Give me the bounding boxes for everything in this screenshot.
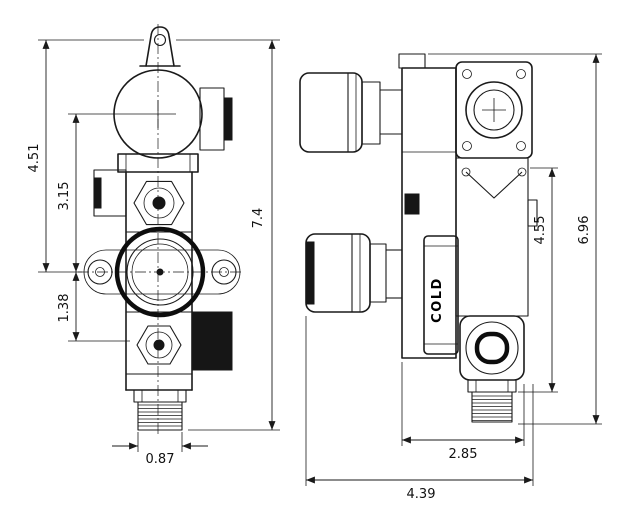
dim-total-height-side: 6.96 [577,216,592,245]
dim-top-to-handle-center: 4.51 [27,144,42,173]
v-bracket [465,171,523,199]
hex-fitting-upper [133,180,185,226]
cold-cartridge: COLD [423,235,459,355]
left-ear [87,259,113,285]
cold-label: COLD [430,277,445,323]
dim-total-depth: 4.39 [407,487,436,502]
front-view [68,24,242,436]
mounting-tab-top [139,26,181,67]
screw-hole [462,141,472,151]
oval-slot [474,331,510,365]
dim-body-depth: 2.85 [449,447,478,462]
top-right-block [455,61,533,159]
dim-port-to-handle-center: 3.15 [57,182,72,211]
hex-fitting-lower [136,325,182,365]
front-dimensions: 7.4 4.51 3.15 1.38 0.87 [27,39,280,467]
dim-mount-to-outlet: 4.55 [533,216,548,245]
screw-hole [516,69,526,79]
side-dimensions: 4.55 6.96 2.85 4.39 [305,53,602,502]
right-lower-port [191,311,233,371]
bracket-hole [517,167,527,177]
side-view: COLD [299,53,538,423]
left-ear-hole [95,267,105,277]
right-ear-hole [219,267,229,277]
side-port-circle [465,81,523,139]
tab-hole [153,33,167,47]
valve-body-side [398,53,457,359]
top-port-circle [68,69,203,159]
dim-total-height-front: 7.4 [251,208,266,229]
dim-handle-to-lower-port: 1.38 [57,294,72,323]
lower-inlet-cylinder [305,233,402,313]
mid-right-section [455,157,538,317]
union-nut-flange [117,153,199,173]
screw-hole [462,69,472,79]
handle-assembly [78,226,242,318]
right-upper-port [199,87,233,151]
handle-center [156,268,164,276]
screw-hole [516,141,526,151]
lower-right-block [459,315,525,381]
body-slot [404,193,420,215]
bottom-outlet-side [467,379,517,423]
threads-front [138,404,182,427]
bottom-outlet-front [133,389,187,431]
right-ear [211,259,237,285]
bracket-hole [461,167,471,177]
right-stub [527,199,538,227]
handle-ring [114,226,206,318]
threads-side [472,395,512,421]
left-port [93,169,127,217]
dim-outlet-width: 0.87 [146,452,175,467]
top-inlet-cylinder [299,72,402,153]
mounting-tab-side [398,53,426,69]
